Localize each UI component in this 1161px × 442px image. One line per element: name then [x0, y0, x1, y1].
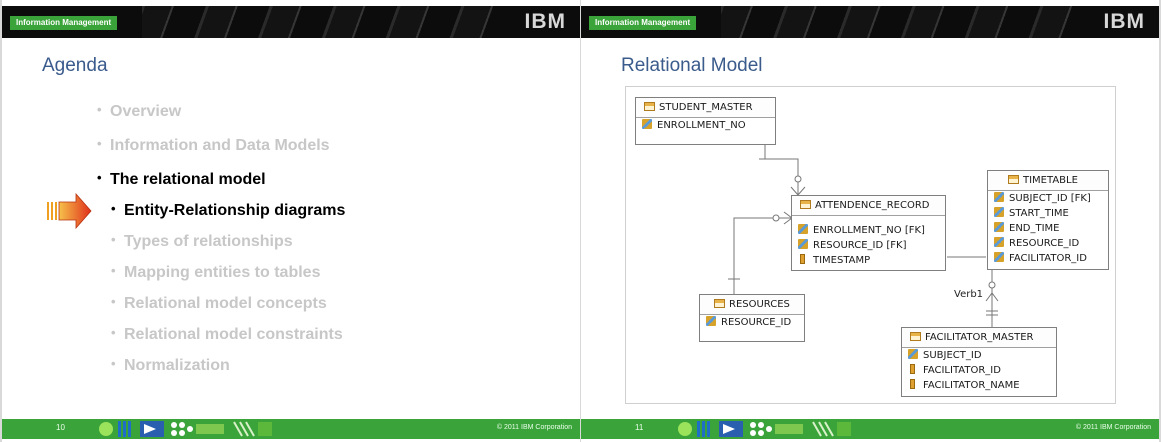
footer-decoration	[678, 421, 851, 437]
entity-header: RESOURCES	[700, 295, 804, 315]
entity-header: FACILITATOR_MASTER	[902, 328, 1056, 348]
entity-attribute: FACILITATOR_ID	[988, 251, 1108, 266]
header-badge: Information Management	[589, 16, 697, 30]
entity-attribute: SUBJECT_ID	[902, 348, 1056, 363]
page-number: 10	[56, 423, 65, 432]
agenda-item-data-models: •Information and Data Models	[97, 136, 330, 154]
key-icon	[798, 224, 808, 234]
relationship-verb-label: Verb1	[954, 289, 984, 300]
table-icon	[1008, 175, 1019, 184]
key-icon	[994, 192, 1004, 202]
key-icon	[994, 252, 1004, 262]
footer-decoration	[99, 421, 272, 437]
table-icon	[714, 299, 725, 308]
entity-attendence-record: ATTENDENCE_RECORD ENROLLMENT_NO [FK] RES…	[791, 195, 946, 271]
key-icon	[994, 222, 1004, 232]
entity-attribute: FACILITATOR_NAME	[902, 378, 1056, 393]
agenda-item-model-concepts: •Relational model concepts	[111, 294, 327, 312]
key-icon	[994, 237, 1004, 247]
column-icon	[800, 254, 805, 264]
relationship-lines	[728, 137, 999, 327]
copyright: © 2011 IBM Corporation	[1075, 424, 1151, 431]
entity-attribute: ENROLLMENT_NO [FK]	[792, 223, 945, 238]
key-icon	[994, 207, 1004, 217]
key-icon	[706, 316, 716, 326]
agenda-item-relationship-types: •Types of relationships	[111, 232, 293, 250]
slide-header: Information Management IBM	[581, 6, 1159, 38]
agenda-item-mapping-entities: •Mapping entities to tables	[111, 263, 321, 281]
agenda-item-overview: •Overview	[97, 102, 182, 120]
agenda-item-er-diagrams: •Entity-Relationship diagrams	[111, 201, 346, 219]
slide-footer: 11 © 2011 IBM Corporation	[581, 419, 1159, 439]
entity-attribute: ENROLLMENT_NO	[636, 118, 775, 133]
table-icon	[644, 102, 655, 111]
column-icon	[910, 364, 915, 374]
entity-attribute: START_TIME	[988, 206, 1108, 221]
key-icon	[908, 349, 918, 359]
ibm-logo: IBM	[1103, 10, 1145, 33]
entity-resources: RESOURCES RESOURCE_ID	[699, 294, 805, 342]
header-badge: Information Management	[10, 16, 118, 30]
agenda-item-relational-model: •The relational model	[97, 170, 266, 188]
current-topic-arrow-icon	[47, 193, 92, 229]
entity-header: TIMETABLE	[988, 171, 1108, 191]
header-decoration	[721, 6, 1081, 38]
entity-attribute: SUBJECT_ID [FK]	[988, 191, 1108, 206]
table-icon	[800, 200, 811, 209]
slide-footer: 10 © 2011 IBM Corporation	[2, 419, 580, 439]
entity-attribute: FACILITATOR_ID	[902, 363, 1056, 378]
column-icon	[910, 379, 915, 389]
entity-facilitator-master: FACILITATOR_MASTER SUBJECT_ID FACILITATO…	[901, 327, 1057, 397]
entity-attribute: RESOURCE_ID	[988, 236, 1108, 251]
slide-title: Relational Model	[621, 55, 763, 76]
agenda-item-normalization: •Normalization	[111, 356, 230, 374]
slide-relational-model: Information Management IBM Relational Mo…	[581, 0, 1159, 442]
entity-attribute: RESOURCE_ID [FK]	[792, 238, 945, 253]
er-diagram: STUDENT_MASTER ENROLLMENT_NO ATTENDENCE_…	[625, 86, 1116, 404]
entity-attribute: RESOURCE_ID	[700, 315, 804, 330]
copyright: © 2011 IBM Corporation	[496, 424, 572, 431]
entity-student-master: STUDENT_MASTER ENROLLMENT_NO	[635, 97, 776, 145]
agenda-item-model-constraints: •Relational model constraints	[111, 325, 343, 343]
entity-attribute: TIMESTAMP	[792, 253, 945, 268]
entity-attribute: END_TIME	[988, 221, 1108, 236]
key-icon	[642, 119, 652, 129]
entity-timetable: TIMETABLE SUBJECT_ID [FK] START_TIME END…	[987, 170, 1109, 270]
page-number: 11	[635, 423, 644, 432]
slide-header: Information Management IBM	[2, 6, 580, 38]
header-decoration	[142, 6, 502, 38]
slide-title: Agenda	[42, 55, 108, 76]
key-icon	[798, 239, 808, 249]
entity-header: ATTENDENCE_RECORD	[792, 196, 945, 216]
entity-header: STUDENT_MASTER	[636, 98, 775, 118]
slide-agenda: Information Management IBM Agenda •Overv…	[2, 0, 580, 442]
table-icon	[910, 332, 921, 341]
ibm-logo: IBM	[524, 10, 566, 33]
